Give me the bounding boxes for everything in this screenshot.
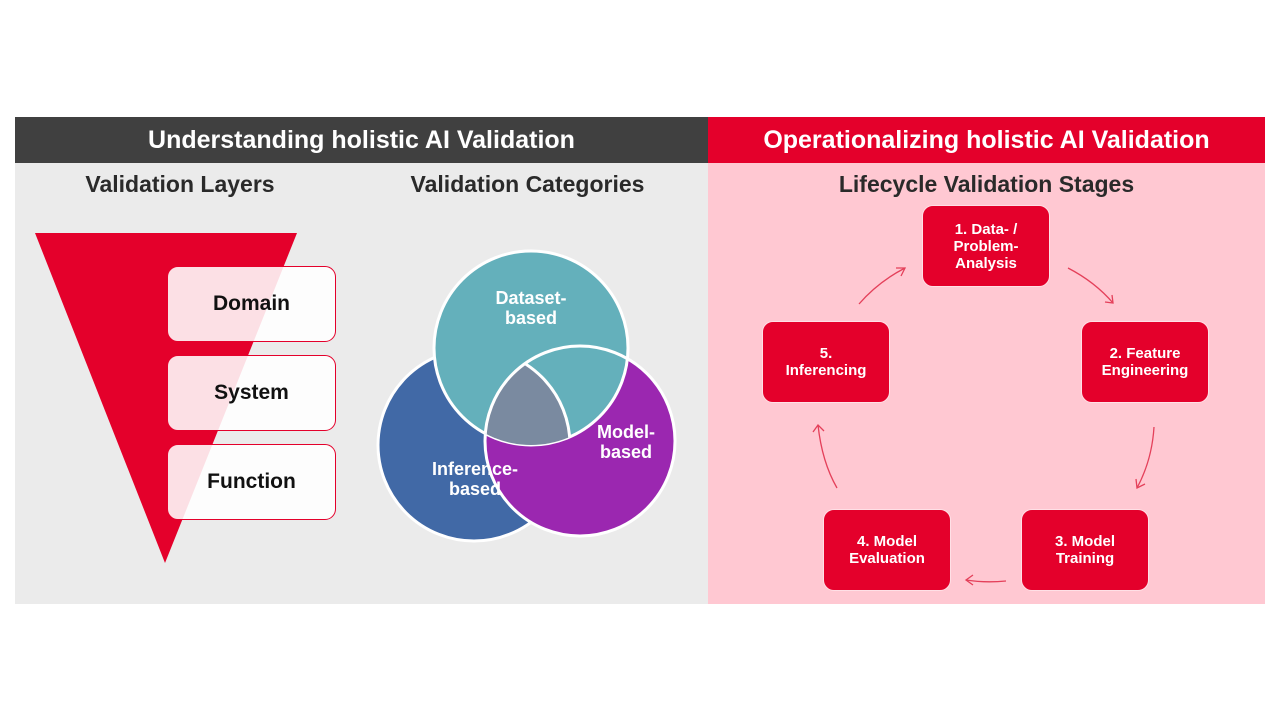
venn-diagram bbox=[376, 249, 677, 543]
venn-label-dataset: Dataset- based bbox=[495, 288, 567, 328]
stage-3: 3. Model Training bbox=[1021, 509, 1149, 591]
stage-1: 1. Data- / Problem- Analysis bbox=[922, 205, 1050, 287]
right-header: Operationalizing holistic AI Validation bbox=[708, 117, 1265, 163]
stage-5: 5. Inferencing bbox=[762, 321, 890, 403]
venn-center bbox=[485, 347, 572, 445]
layer-domain: Domain bbox=[167, 266, 336, 342]
venn-label-model: Model- based bbox=[597, 422, 655, 462]
venn-label-inference: Inference- based bbox=[431, 459, 519, 499]
layers-title: Validation Layers bbox=[85, 171, 275, 197]
left-header: Understanding holistic AI Validation bbox=[15, 117, 708, 163]
stages-title: Lifecycle Validation Stages bbox=[838, 171, 1135, 197]
stage-4: 4. Model Evaluation bbox=[823, 509, 951, 591]
layer-system: System bbox=[167, 355, 336, 431]
layer-function: Function bbox=[167, 444, 336, 520]
stage-2: 2. Feature Engineering bbox=[1081, 321, 1209, 403]
categories-title: Validation Categories bbox=[410, 171, 645, 197]
